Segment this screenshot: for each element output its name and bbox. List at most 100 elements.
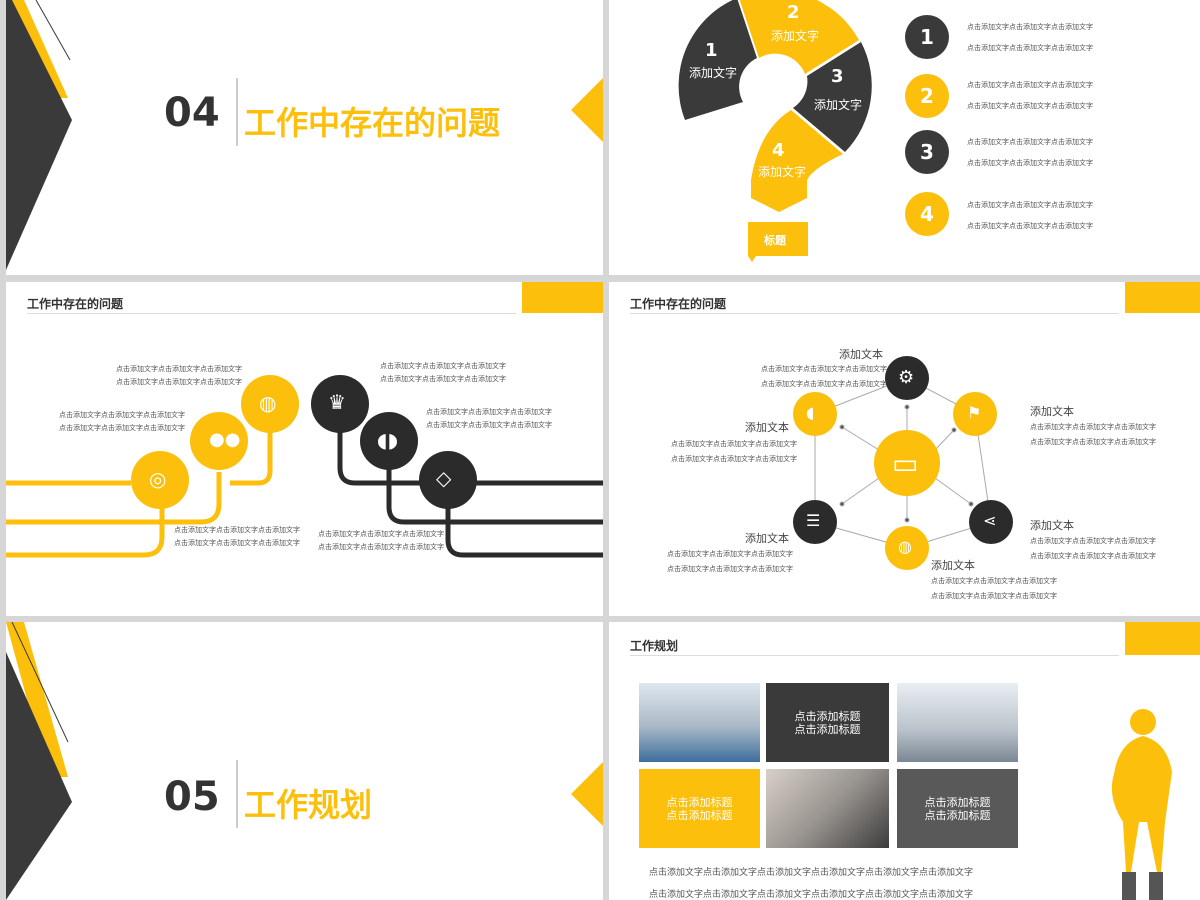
node-left-lower-l1: 点击添加文字点击添加文字点击添加文字 <box>667 550 793 558</box>
slide-header: 工作中存在的问题 <box>27 297 124 311</box>
share-icon: ⋖ <box>983 511 997 530</box>
photo-meeting-lounge <box>639 683 760 762</box>
header-accent-tab <box>522 282 603 313</box>
list-item-4-badge: 4 <box>905 192 949 236</box>
text-block-5-l1: 点击添加文字点击添加文字点击添加文字 <box>426 408 552 416</box>
slide-problems-hexagon[interactable]: 工作中存在的问题 ▭ ⚙ ⚑ ⋖ ◍ ☰ ◖ 添加文本 点击添加文字点击添加文字… <box>609 282 1200 616</box>
slide1-decoration <box>6 0 603 270</box>
list-item-3-line2: 点击添加文字点击添加文字点击添加文字 <box>967 159 1093 167</box>
slide-header: 工作中存在的问题 <box>630 297 727 311</box>
list-item-2-line2: 点击添加文字点击添加文字点击添加文字 <box>967 102 1093 110</box>
section-title: 工作规划 <box>244 786 373 824</box>
slide-header: 工作规划 <box>630 639 679 653</box>
plan-tile-2-l1: 点击添加标题 <box>666 795 733 809</box>
question-mark-graphic <box>678 0 872 262</box>
slide-work-plan[interactable]: 工作规划 点击添加标题点击添加标题 点击添加标题点击添加标题 点击添加标题点击添… <box>609 622 1200 900</box>
piece-1-number: 1 <box>705 40 718 61</box>
text-block-5-l2: 点击添加文字点击添加文字点击添加文字 <box>426 421 552 429</box>
hexagon-diagram <box>793 356 1013 570</box>
piece-2-label: 添加文字 <box>771 29 820 43</box>
slide-section-05[interactable]: 05 工作规划 <box>6 622 603 900</box>
text-block-6-l1: 点击添加文字点击添加文字点击添加文字 <box>318 530 444 538</box>
chat-icon: ◖◗ <box>377 428 399 452</box>
node-top-l2: 点击添加文字点击添加文字点击添加文字 <box>761 380 887 388</box>
piece-2-number: 2 <box>787 2 800 23</box>
slide5-decoration <box>6 622 603 900</box>
header-accent-tab <box>1125 282 1200 313</box>
node-top-title: 添加文本 <box>839 348 883 361</box>
node-top-l1: 点击添加文字点击添加文字点击添加文字 <box>761 365 887 373</box>
node-right-lower-l1: 点击添加文字点击添加文字点击添加文字 <box>1030 537 1156 545</box>
plan-tile-2[interactable]: 点击添加标题点击添加标题 <box>639 769 760 848</box>
team-icon: ●● <box>209 429 241 450</box>
node-right-lower-title: 添加文本 <box>1030 519 1074 532</box>
globe-icon: ◍ <box>898 537 912 556</box>
text-block-6-l2: 点击添加文字点击添加文字点击添加文字 <box>318 543 444 551</box>
node-left-lower-l2: 点击添加文字点击添加文字点击添加文字 <box>667 565 793 573</box>
text-block-3-l2: 点击添加文字点击添加文字点击添加文字 <box>174 539 300 547</box>
piece-3-label: 添加文字 <box>814 98 863 112</box>
slide-section-04[interactable]: 04 工作中存在的问题 <box>6 0 603 275</box>
piece-1-label: 添加文字 <box>689 66 738 80</box>
node-left-upper-title: 添加文本 <box>745 421 789 434</box>
body-text-2: 点击添加文字点击添加文字点击添加文字点击添加文字点击添加文字点击添加文字 <box>649 890 974 900</box>
list-item-1-line2: 点击添加文字点击添加文字点击添加文字 <box>967 44 1093 52</box>
plan-tile-1-l2: 点击添加标题 <box>794 722 861 736</box>
photo-calculator <box>766 769 889 848</box>
list-item-1-line1: 点击添加文字点击添加文字点击添加文字 <box>967 23 1093 31</box>
chat-icon: ◖ <box>806 403 815 422</box>
node-bottom-title: 添加文本 <box>931 559 975 572</box>
globe-icon: ◍ <box>259 391 277 415</box>
text-block-3-l1: 点击添加文字点击添加文字点击添加文字 <box>174 526 300 534</box>
plan-tile-2-l2: 点击添加标题 <box>666 808 733 822</box>
header-accent-tab <box>1125 622 1200 655</box>
businessman-silhouette <box>1111 709 1172 900</box>
list-item-3-line1: 点击添加文字点击添加文字点击添加文字 <box>967 138 1093 146</box>
node-right-upper-l1: 点击添加文字点击添加文字点击添加文字 <box>1030 423 1156 431</box>
node-right-upper-l2: 点击添加文字点击添加文字点击添加文字 <box>1030 438 1156 446</box>
title-tag: 标题 <box>764 234 786 247</box>
piece-3-number: 3 <box>831 66 844 87</box>
codepen-icon: ◇ <box>436 466 452 490</box>
text-block-4-l2: 点击添加文字点击添加文字点击添加文字 <box>380 375 506 383</box>
list-item-1-badge: 1 <box>905 15 949 59</box>
node-left-upper-l1: 点击添加文字点击添加文字点击添加文字 <box>671 440 797 448</box>
text-block-2-l1: 点击添加文字点击添加文字点击添加文字 <box>59 411 185 419</box>
list-item-2-line1: 点击添加文字点击添加文字点击添加文字 <box>967 81 1093 89</box>
header-divider <box>27 313 516 314</box>
plan-tile-3-l2: 点击添加标题 <box>924 808 991 822</box>
section-title: 工作中存在的问题 <box>244 104 501 142</box>
gear-icon: ⚙ <box>898 367 915 388</box>
lifebuoy-icon: ◎ <box>149 467 167 491</box>
node-left-lower-title: 添加文本 <box>745 532 789 545</box>
flag-icon: ⚑ <box>967 403 982 422</box>
text-block-1-l2: 点击添加文字点击添加文字点击添加文字 <box>116 378 242 386</box>
text-block-4-l1: 点击添加文字点击添加文字点击添加文字 <box>380 362 506 370</box>
body-text-1: 点击添加文字点击添加文字点击添加文字点击添加文字点击添加文字点击添加文字 <box>649 868 974 878</box>
piece-4-label: 添加文字 <box>758 165 807 179</box>
node-left-upper-l2: 点击添加文字点击添加文字点击添加文字 <box>671 455 797 463</box>
list-item-4-line1: 点击添加文字点击添加文字点击添加文字 <box>967 201 1093 209</box>
plan-tile-1[interactable]: 点击添加标题点击添加标题 <box>766 683 889 762</box>
plan-tile-3-l1: 点击添加标题 <box>924 795 991 809</box>
flow-lines <box>6 375 603 558</box>
node-right-upper-title: 添加文本 <box>1030 405 1074 418</box>
slide-question-mark[interactable]: 1 添加文字 2 添加文字 3 添加文字 4 添加文字 标题 1 点击添加文字点… <box>609 0 1200 275</box>
photo-business-team <box>897 683 1018 762</box>
section-number: 04 <box>164 90 220 136</box>
plan-tile-1-l1: 点击添加标题 <box>794 709 861 723</box>
list-item-3-badge: 3 <box>905 130 949 174</box>
piece-4-number: 4 <box>772 140 785 161</box>
monitor-icon: ▭ <box>892 447 919 480</box>
text-block-1-l1: 点击添加文字点击添加文字点击添加文字 <box>116 365 242 373</box>
text-block-2-l2: 点击添加文字点击添加文字点击添加文字 <box>59 424 185 432</box>
list-icon: ☰ <box>806 511 821 530</box>
node-bottom-l2: 点击添加文字点击添加文字点击添加文字 <box>931 592 1057 600</box>
header-divider <box>630 655 1119 656</box>
trophy-icon: ♛ <box>328 390 346 414</box>
node-bottom-l1: 点击添加文字点击添加文字点击添加文字 <box>931 577 1057 585</box>
slide-problems-flow[interactable]: 工作中存在的问题 ◎ ●● ◍ ♛ ◖◗ ◇ 点击添加文字点击添加文字点击添加文… <box>6 282 603 616</box>
list-item-2-badge: 2 <box>905 74 949 118</box>
plan-tile-3[interactable]: 点击添加标题点击添加标题 <box>897 769 1018 848</box>
list-item-4-line2: 点击添加文字点击添加文字点击添加文字 <box>967 222 1093 230</box>
